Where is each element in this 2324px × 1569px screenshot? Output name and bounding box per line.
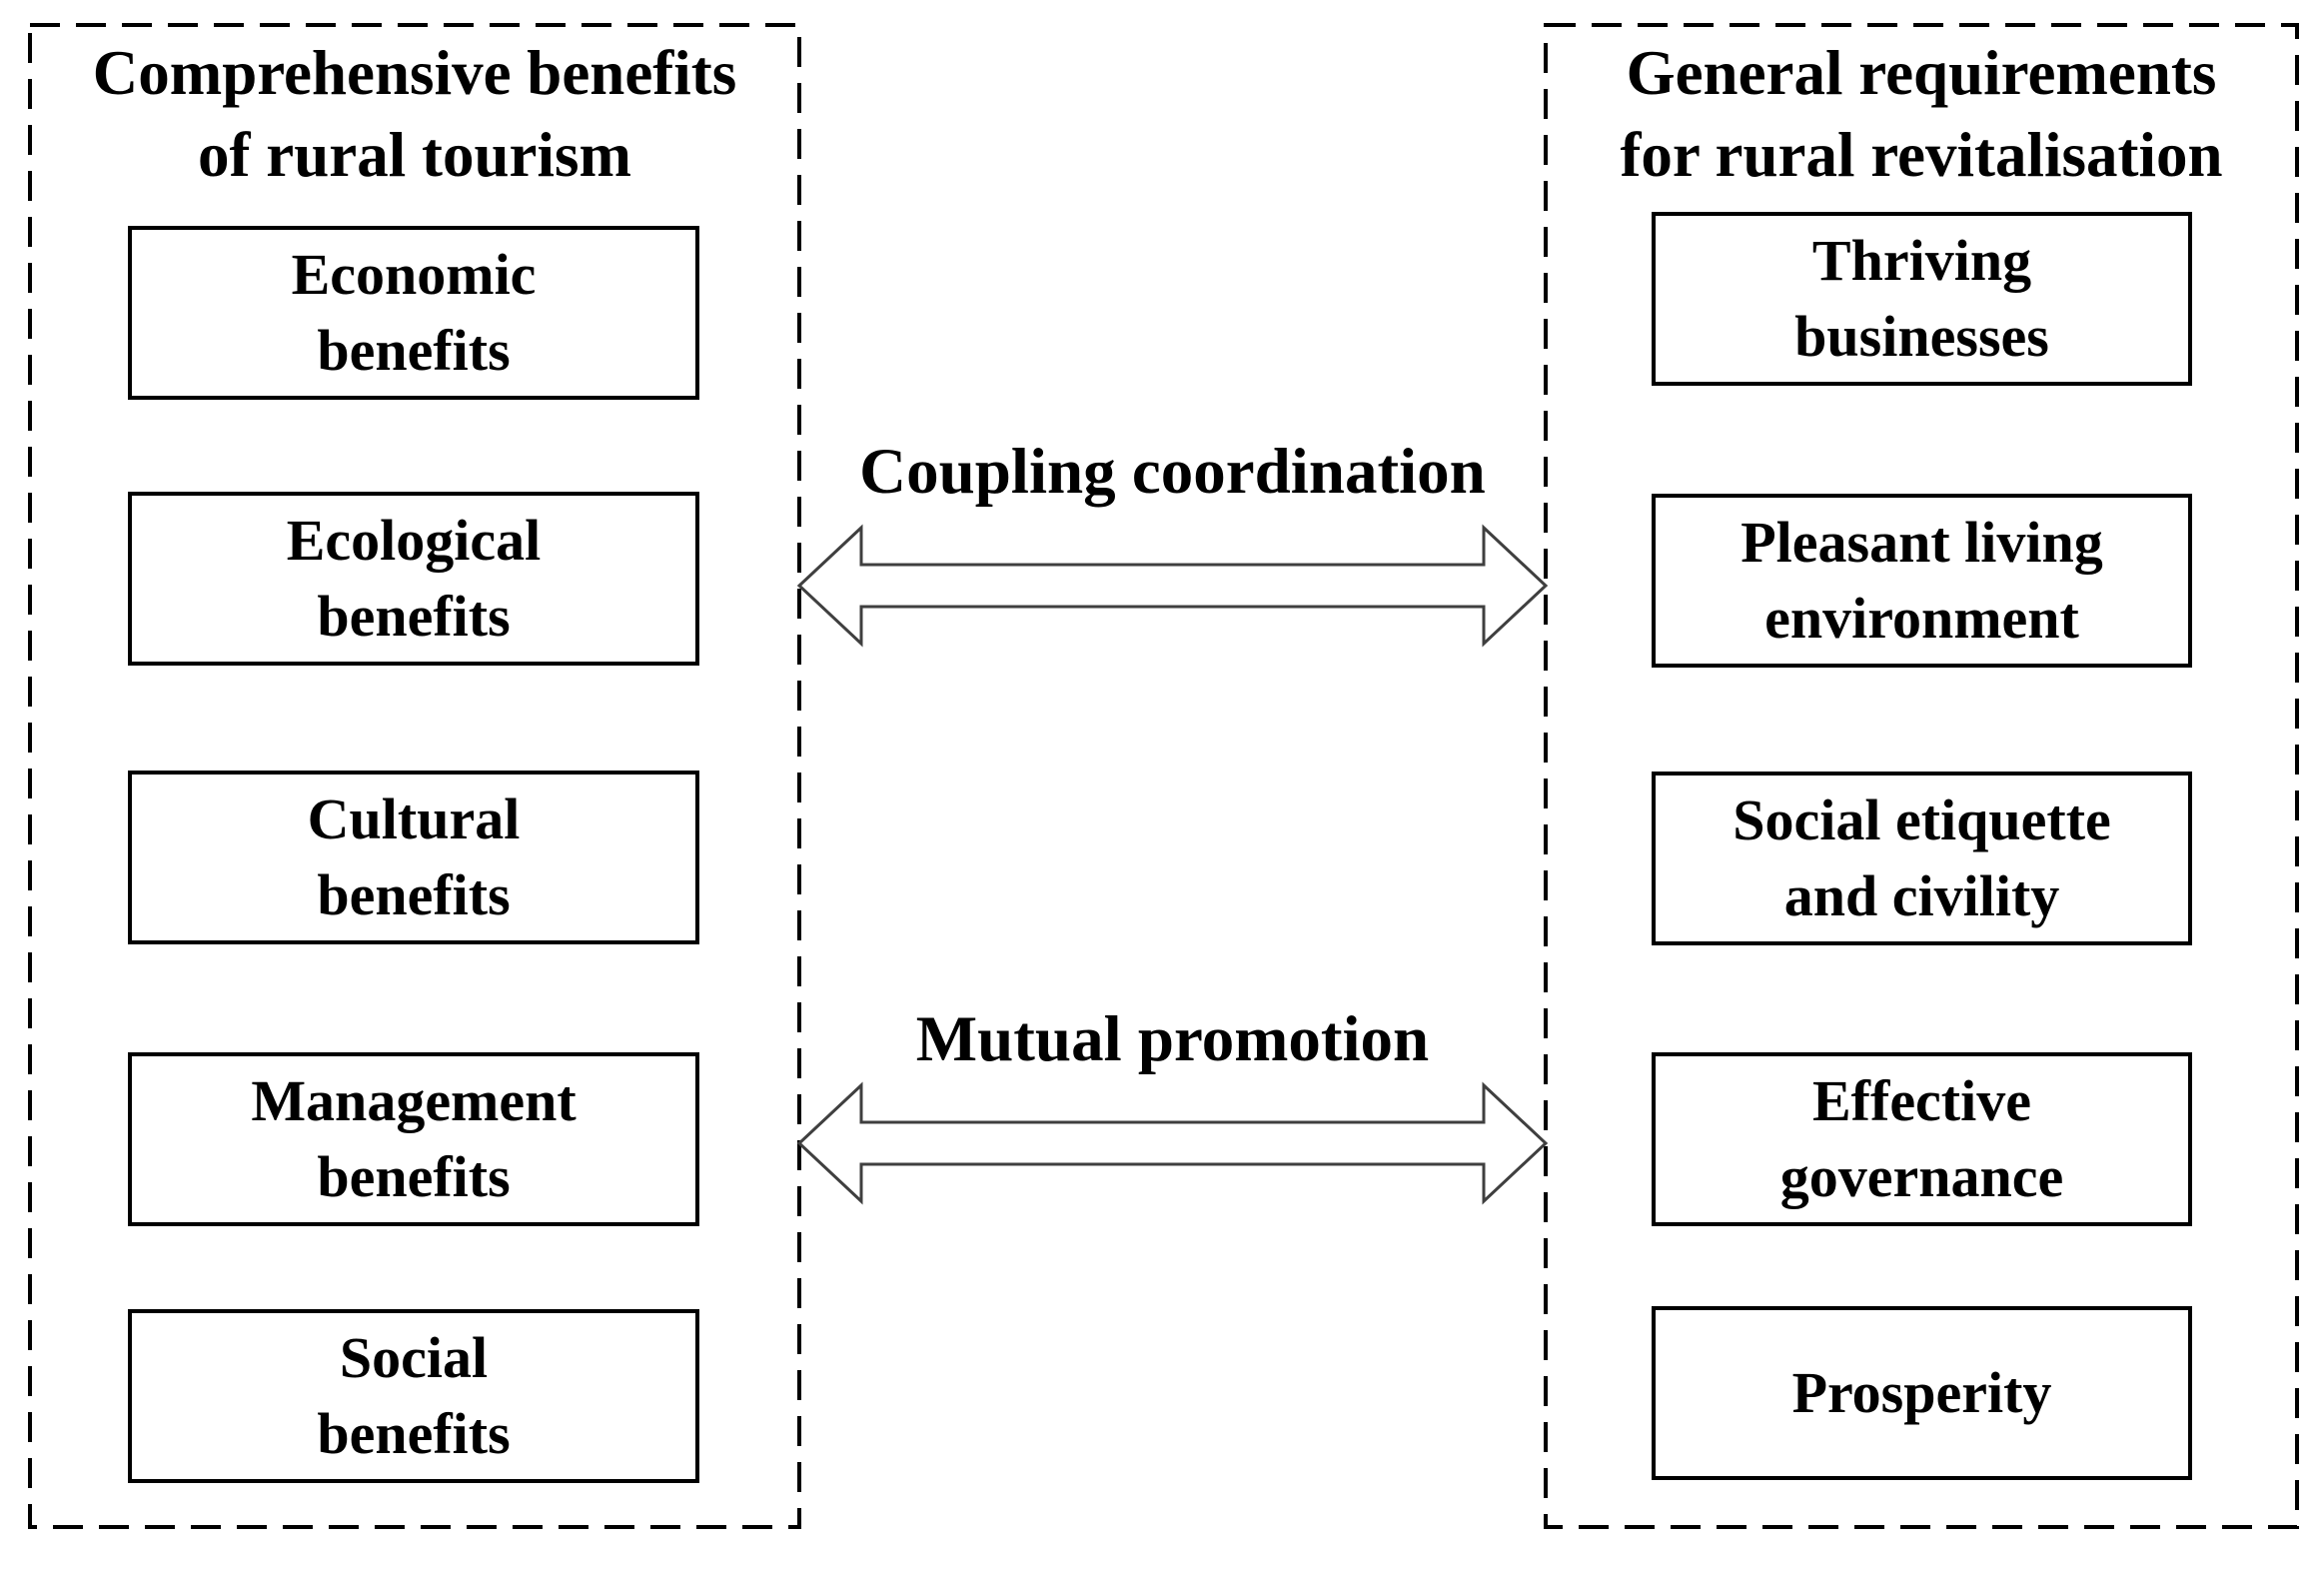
box-thriving-businesses-label: Thriving businesses [1794,228,2049,369]
box-effective-governance-label: Effective governance [1779,1068,2064,1209]
box-economic-benefits-label: Economic benefits [291,242,537,383]
box-effective-governance: Effective governance [1652,1052,2192,1226]
box-social-benefits: Social benefits [128,1309,699,1483]
right-panel-title: General requirements for rural revitalis… [1620,38,2223,190]
box-management-benefits: Management benefits [128,1052,699,1226]
mutual-promotion-label: Mutual promotion [915,1003,1430,1075]
box-cultural-benefits-label: Cultural benefits [307,786,521,927]
coupling-coordination-arrow [796,524,1549,648]
box-prosperity-label: Prosperity [1791,1360,2052,1425]
box-social-etiquette-and-civility-label: Social etiquette and civility [1733,787,2111,928]
mutual-promotion-arrow [796,1081,1549,1205]
box-pleasant-living-environment: Pleasant living environment [1652,494,2192,668]
box-thriving-businesses: Thriving businesses [1652,212,2192,386]
box-social-etiquette-and-civility: Social etiquette and civility [1652,772,2192,945]
box-prosperity: Prosperity [1652,1306,2192,1480]
box-cultural-benefits: Cultural benefits [128,771,699,944]
coupling-coordination-label: Coupling coordination [859,436,1486,508]
box-management-benefits-label: Management benefits [251,1068,577,1209]
left-panel-dashed-border [28,23,801,1529]
box-ecological-benefits-label: Ecological benefits [286,508,542,649]
left-panel-title: Comprehensive benefits of rural tourism [92,38,737,190]
box-pleasant-living-environment-label: Pleasant living environment [1741,510,2103,651]
right-panel-dashed-border [1544,23,2299,1529]
box-economic-benefits: Economic benefits [128,226,699,400]
box-social-benefits-label: Social benefits [317,1325,511,1466]
box-ecological-benefits: Ecological benefits [128,492,699,666]
